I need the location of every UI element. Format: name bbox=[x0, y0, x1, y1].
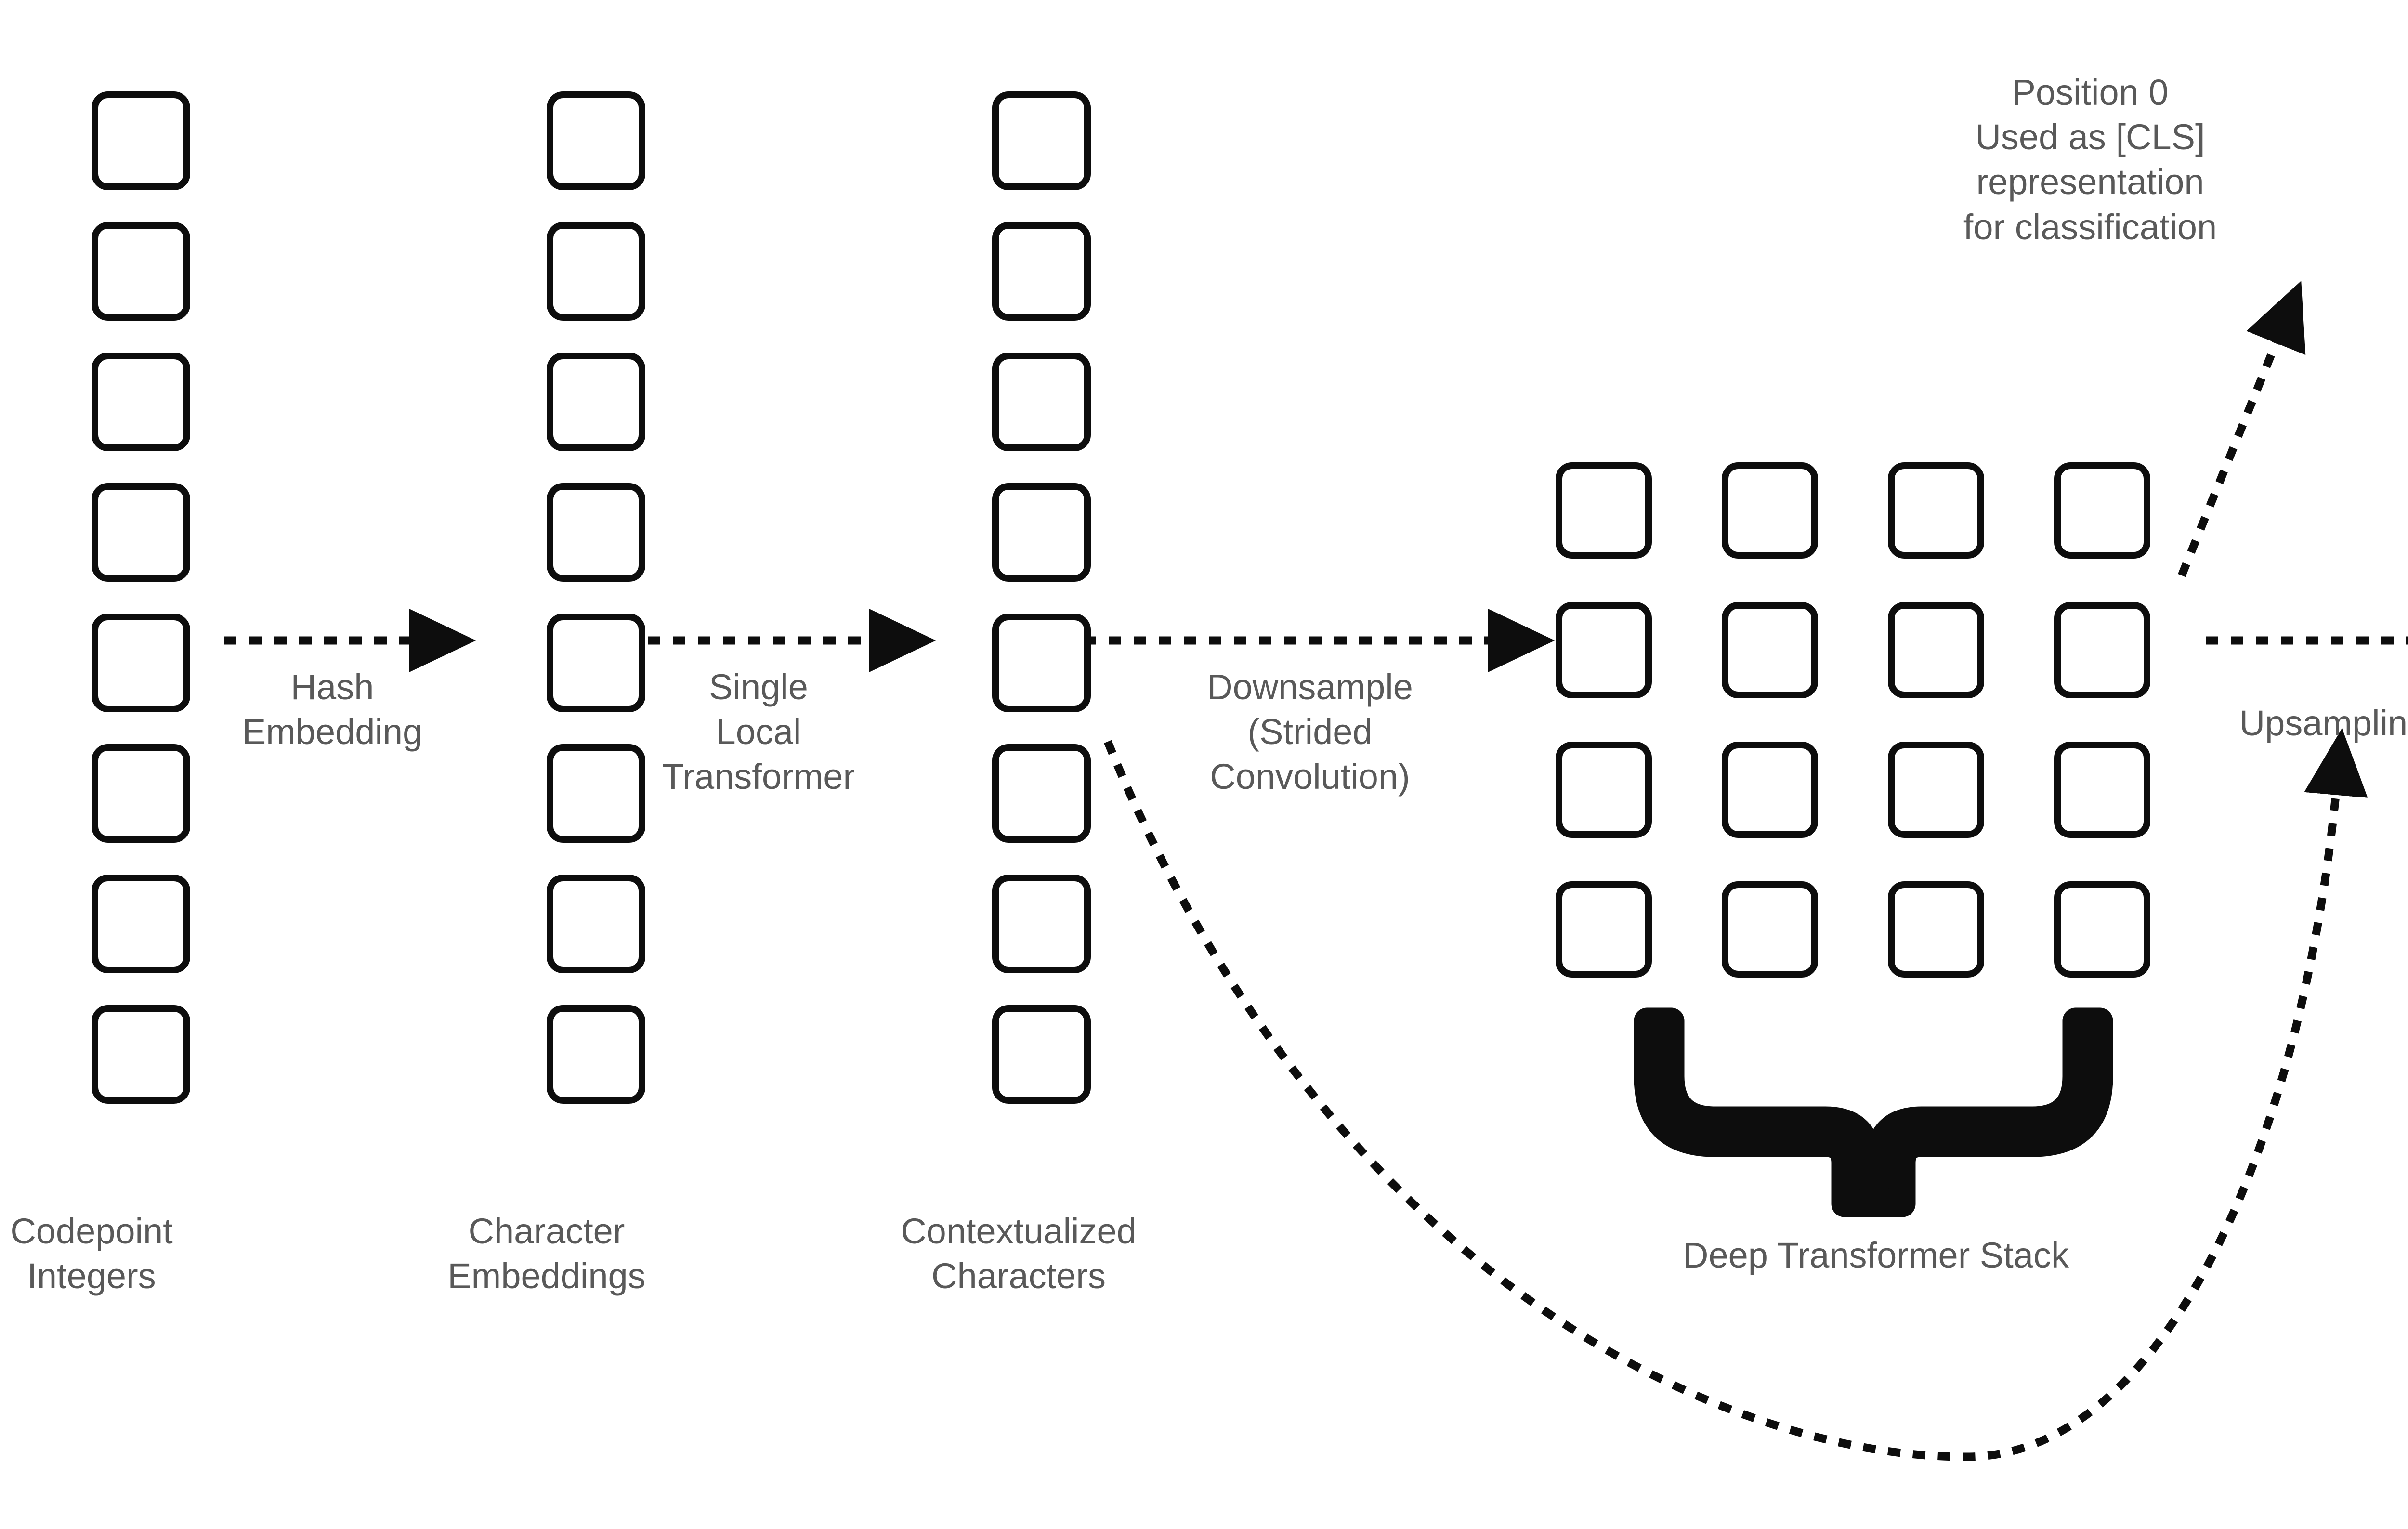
token-cell bbox=[992, 483, 1091, 582]
arrow-label-upsampling: Upsampling bbox=[2239, 703, 2408, 743]
token-cell bbox=[547, 222, 645, 321]
token-cell bbox=[547, 614, 645, 712]
transformer-cell bbox=[1556, 742, 1652, 838]
token-cell bbox=[92, 353, 190, 451]
transformer-cell bbox=[1888, 881, 1984, 978]
column-label-codepoint-integers: Codepoint Integers bbox=[10, 1211, 173, 1296]
token-cell bbox=[547, 353, 645, 451]
transformer-cell bbox=[1888, 602, 1984, 698]
transformer-cell bbox=[2054, 742, 2150, 838]
transformer-cell bbox=[2054, 602, 2150, 698]
transformer-cell bbox=[1556, 602, 1652, 698]
transformer-cell bbox=[1556, 881, 1652, 978]
transformer-cell bbox=[1888, 742, 1984, 838]
token-cell bbox=[92, 744, 190, 843]
token-cell bbox=[992, 222, 1091, 321]
token-cell bbox=[992, 353, 1091, 451]
transformer-cell bbox=[2054, 462, 2150, 559]
column-label-character-embeddings: Character Embeddings bbox=[447, 1211, 646, 1296]
token-cell bbox=[992, 91, 1091, 190]
token-cell bbox=[547, 91, 645, 190]
token-cell bbox=[547, 483, 645, 582]
column-label-contextualized-characters: Contextualized Characters bbox=[901, 1211, 1137, 1296]
skip-connection-curve bbox=[1104, 728, 2368, 1461]
arrow-label-single-local-transformer: Single Local Transformer bbox=[662, 667, 855, 797]
token-cell bbox=[92, 875, 190, 973]
token-cell bbox=[92, 1005, 190, 1104]
arrow-label-downsample: Downsample (Strided Convolution) bbox=[1207, 667, 1413, 797]
arrow-label-hash-embedding: Hash Embedding bbox=[242, 667, 423, 752]
token-cell bbox=[92, 222, 190, 321]
transformer-cell bbox=[2054, 881, 2150, 978]
column-label-concatenated-representations: Concatenated Representations bbox=[2398, 1216, 2408, 1306]
token-cell bbox=[547, 1005, 645, 1104]
transformer-cell bbox=[1722, 742, 1818, 838]
transformer-cell bbox=[1722, 602, 1818, 698]
token-cell bbox=[547, 744, 645, 843]
cls-annotation: Position 0 Used as [CLS] representation … bbox=[1963, 72, 2217, 247]
token-cell bbox=[992, 614, 1091, 712]
token-cell bbox=[992, 1005, 1091, 1104]
transformer-cell bbox=[1888, 462, 1984, 559]
token-cell bbox=[547, 875, 645, 973]
curly-brace bbox=[1634, 1007, 2113, 1217]
token-cell bbox=[92, 614, 190, 712]
transformer-cell bbox=[1722, 881, 1818, 978]
transformer-cell bbox=[1722, 462, 1818, 559]
transformer-cell bbox=[1556, 462, 1652, 559]
token-cell bbox=[92, 91, 190, 190]
token-cell bbox=[992, 875, 1091, 973]
deep-transformer-stack-label: Deep Transformer Stack bbox=[1683, 1235, 2069, 1275]
token-cell bbox=[992, 744, 1091, 843]
arrow-cls-pointer bbox=[2178, 281, 2306, 577]
token-cell bbox=[92, 483, 190, 582]
